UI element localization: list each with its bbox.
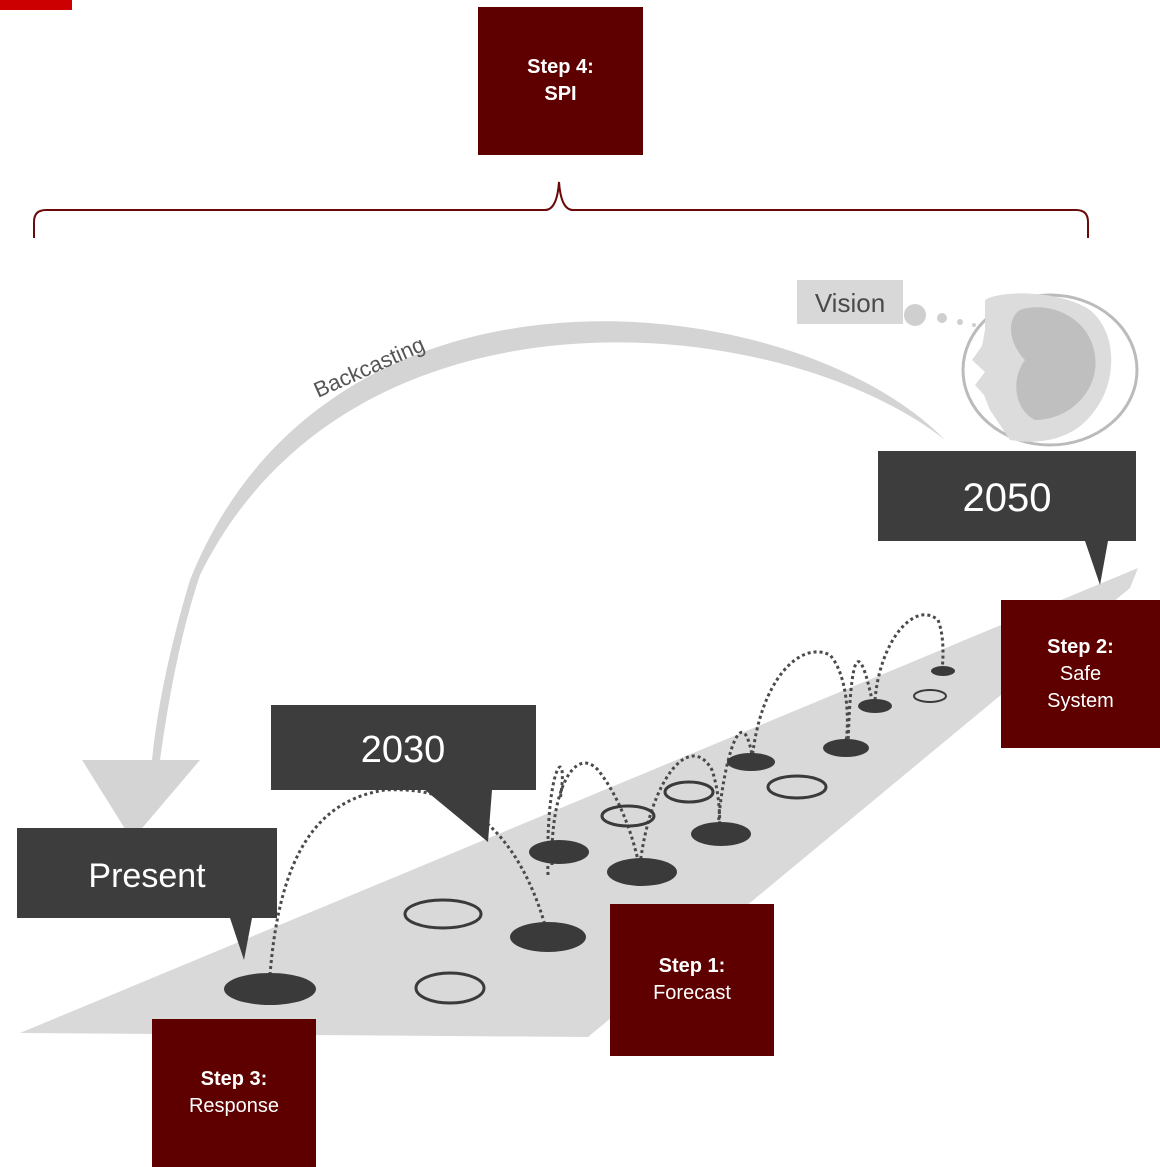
callout-2030: 2030 [271,705,536,842]
backcasting-arrow [82,321,945,840]
present-label: Present [88,857,206,895]
step-3-box: Step 3: Response [152,1019,316,1167]
vision-label-box [797,280,903,324]
present-callout: Present [17,828,277,960]
stepping-stones [224,666,955,1005]
callout-2050: 2050 [878,451,1136,585]
step-4-text: SPI [544,83,577,105]
step-3-label: Step 3: [200,1068,268,1090]
step-1-label: Step 1: [658,955,726,977]
step-3-text: Response [188,1095,280,1117]
curly-brace [33,181,1089,238]
step-4-label: Step 4: [527,56,594,78]
step-2-text-line1: Safe [1059,662,1102,685]
vision-label: Vision [815,288,885,318]
corner-flag [0,0,72,10]
head-profile-icon [961,293,1139,447]
road-path [20,568,1138,1037]
step-1-box: Step 1: Forecast [610,904,774,1056]
step-2-text-line2: System [1047,689,1114,712]
step-2-label: Step 2: [1047,635,1114,658]
step-1-text: Forecast [653,982,731,1004]
year-2030-label: 2030 [361,729,446,771]
step-2-box: Step 2: Safe System [1001,600,1160,748]
year-2050-label: 2050 [963,476,1052,520]
thought-bubble-icon [904,304,976,327]
step-4-box: Step 4: SPI [478,7,643,155]
